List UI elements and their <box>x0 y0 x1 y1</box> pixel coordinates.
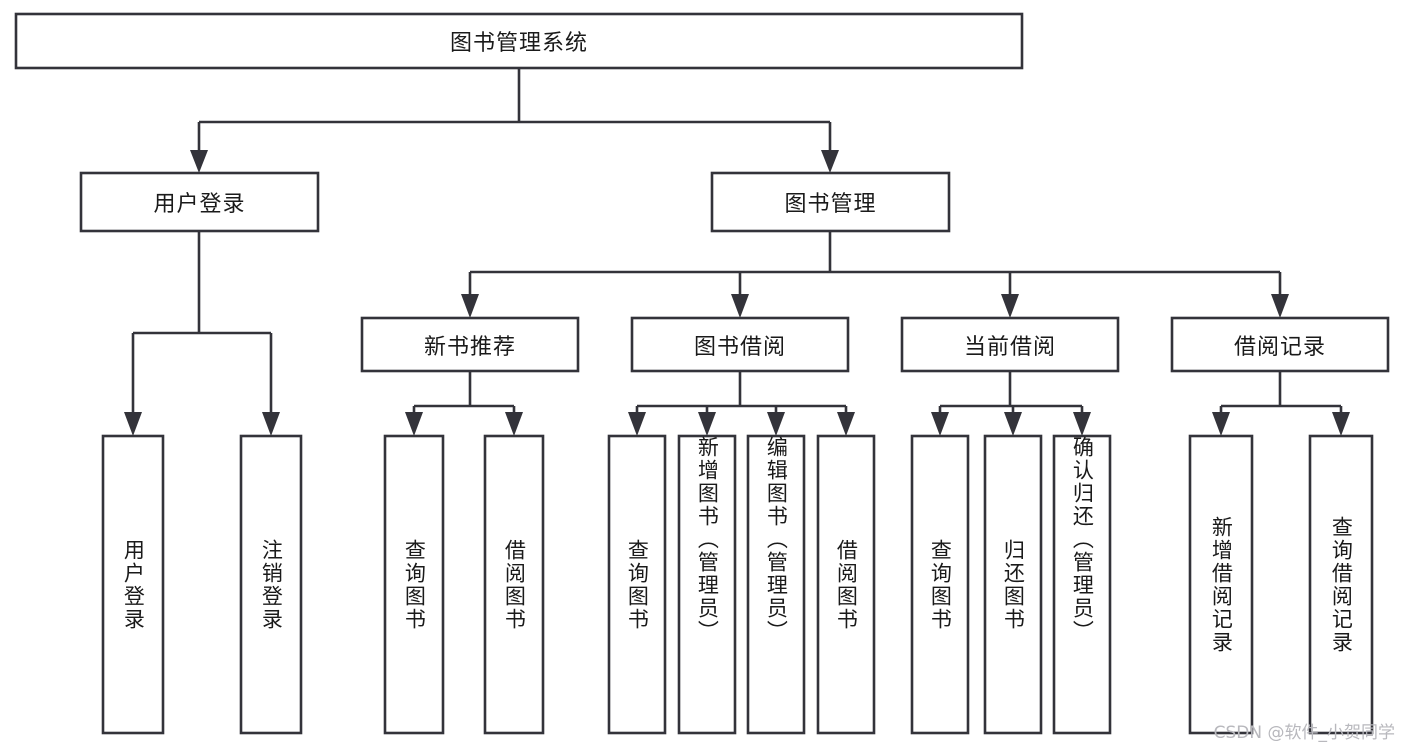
arrow-head-new-book-rec <box>461 294 479 318</box>
arrow-head-user-login <box>190 150 208 173</box>
leaf-br-add-record[interactable] <box>1188 434 1254 735</box>
connector-group-root <box>190 68 839 173</box>
node-book-borrow[interactable] <box>630 316 850 373</box>
leaf-nbr-query-book[interactable] <box>383 434 445 735</box>
leaf-bb-add-book-admin[interactable] <box>677 434 737 735</box>
arrow-head-br-query <box>1332 412 1350 436</box>
leaf-cb-query-book[interactable] <box>910 434 970 735</box>
arrow-head-bb-query <box>628 412 646 436</box>
connector-group-book-borrow <box>628 371 855 436</box>
leaf-cb-confirm-return-admin[interactable] <box>1052 434 1112 735</box>
node-current-borrow[interactable] <box>900 316 1120 373</box>
node-root-book-management-system[interactable] <box>14 12 1024 70</box>
arrow-head-bb-borrow <box>837 412 855 436</box>
arrow-head-borrow-record <box>1271 294 1289 318</box>
leaf-br-query-record[interactable] <box>1308 434 1374 735</box>
leaf-nbr-borrow-book[interactable] <box>483 434 545 735</box>
node-new-book-recommend[interactable] <box>360 316 580 373</box>
arrow-head-bb-edit <box>767 412 785 436</box>
leaf-logout[interactable] <box>239 434 303 735</box>
arrow-head-leaf-user-login <box>124 412 142 436</box>
leaf-cb-return-book[interactable] <box>983 434 1043 735</box>
leaf-bb-query-book[interactable] <box>607 434 667 735</box>
arrow-head-cb-confirm <box>1073 412 1091 436</box>
leaf-bb-borrow-book[interactable] <box>816 434 876 735</box>
arrow-head-cb-return <box>1004 412 1022 436</box>
arrow-head-book-borrow <box>731 294 749 318</box>
arrow-head-nbr-borrow <box>505 412 523 436</box>
connector-group-current-borrow <box>931 371 1091 436</box>
arrow-head-br-add <box>1212 412 1230 436</box>
arrow-head-leaf-logout <box>262 412 280 436</box>
node-borrow-record[interactable] <box>1170 316 1390 373</box>
leaf-bb-edit-book-admin[interactable] <box>746 434 806 735</box>
connector-group-new-book-rec <box>405 371 523 436</box>
arrow-head-bb-add <box>698 412 716 436</box>
arrow-head-book-mgmt <box>821 150 839 173</box>
arrow-head-current-borrow <box>1001 294 1019 318</box>
connector-group-user-login <box>124 231 280 436</box>
connector-group-borrow-record <box>1212 371 1350 436</box>
arrow-head-nbr-query <box>405 412 423 436</box>
arrow-head-cb-query <box>931 412 949 436</box>
node-user-login[interactable] <box>79 171 320 233</box>
node-book-management[interactable] <box>710 171 951 233</box>
connector-group-book-mgmt <box>461 231 1289 318</box>
leaf-user-login[interactable] <box>101 434 165 735</box>
